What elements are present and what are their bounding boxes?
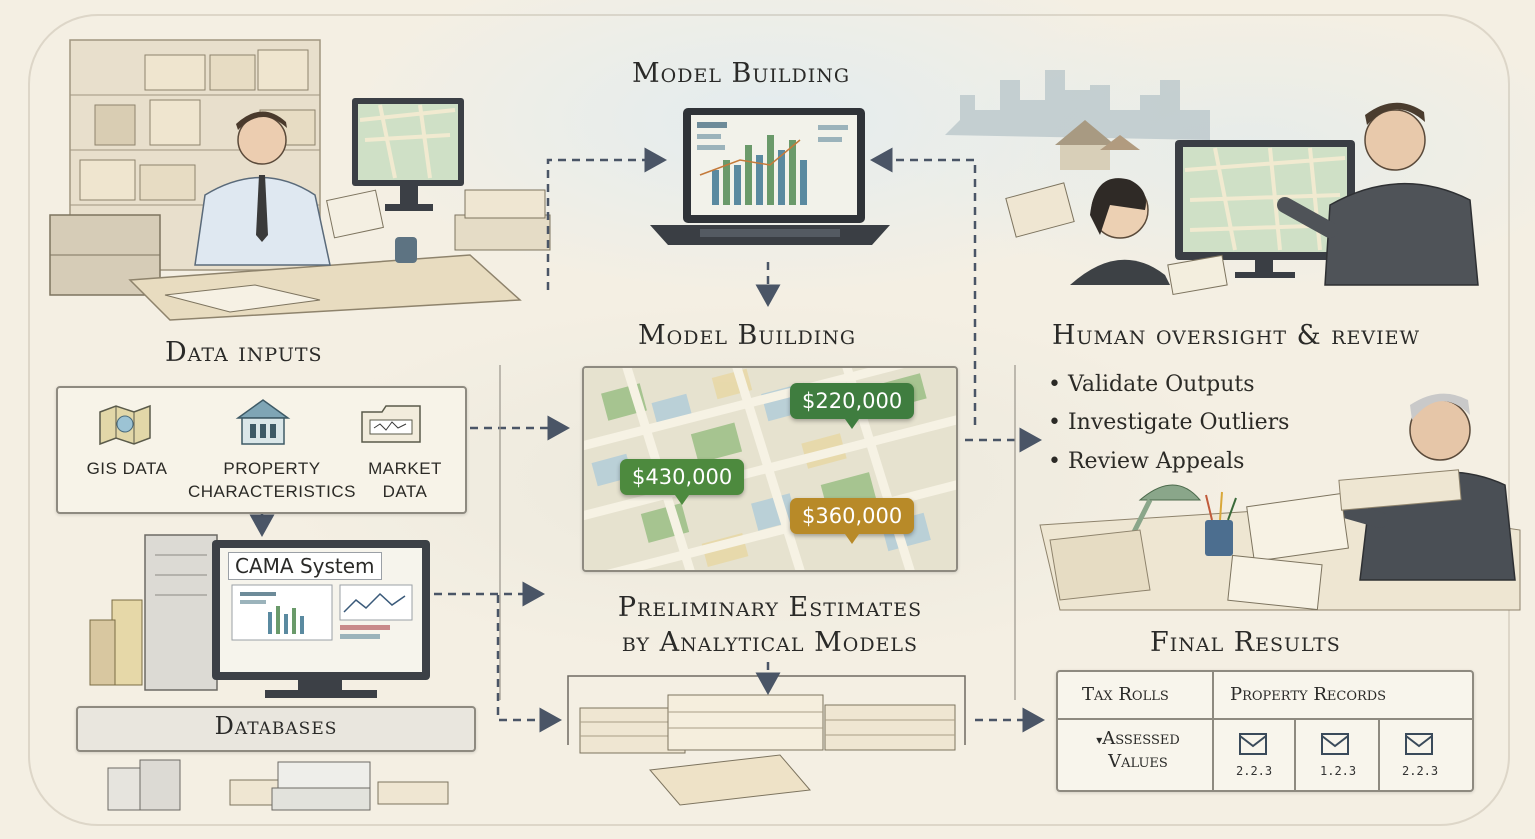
preliminary-line2: by Analytical Models [621,627,919,658]
property-characteristics-label: PROPERTY CHARACTERISTICS [182,457,362,503]
chevron-down-icon: ▾ [1096,733,1103,747]
data-inputs-heading: Data inputs [165,337,323,368]
table-cell-divider [1378,718,1380,790]
review-scene-bottom [1039,393,1521,611]
property-line2: CHARACTERISTICS [187,482,357,501]
table-col-divider [1212,672,1214,790]
review-bullet-outliers: • Investigate Outliers [1048,410,1290,435]
market-data-label: MARKET DATA [350,457,460,503]
paper-stacks [579,694,956,806]
assessed-line1: ▾Assessed [1096,728,1180,749]
laptop-illustration [650,108,890,245]
tax-rolls-header: Tax Rolls [1082,684,1169,705]
gis-map-icon [96,402,154,452]
databases-panel: Databases [76,706,476,752]
database-devices [107,759,449,811]
diagram-frame [28,14,1510,826]
check-envelope-icon [1404,732,1434,760]
flow-arrows [249,147,1045,733]
databases-heading: Databases [214,712,338,740]
check-envelope-icon [1238,732,1268,760]
review-bullet-text: Validate Outputs [1067,372,1255,397]
property-line1: PROPERTY [223,459,321,478]
property-house-icon [230,396,296,452]
assessed-values-label: ▾Assessed Values [1074,728,1202,773]
check-envelope-icon [1320,732,1350,760]
price-tag-360000: $360,000 [790,498,915,544]
review-bullet-text: Investigate Outliers [1067,410,1290,435]
review-bullet-text: Review Appeals [1067,449,1245,474]
table-cell-divider [1294,718,1296,790]
model-building-mid-heading: Model Building [638,320,857,351]
model-building-top-heading: Model Building [632,58,851,89]
data-inputs-panel: GIS DATA PROPERTY CHARACTERISTICS MARKET… [56,386,467,514]
human-oversight-heading: Human oversight & review [1052,320,1421,351]
table-cell-value: 2.2.3 [1236,764,1273,778]
market-folder-icon [358,400,424,450]
table-cell-value: 2.2.3 [1402,764,1439,778]
price-tag-430000: $430,000 [620,459,745,505]
final-results-heading: Final Results [1150,627,1341,658]
cama-system-label: CAMA System [228,552,382,580]
assessed-line2: Values [1108,751,1168,772]
table-cell-value: 1.2.3 [1320,764,1357,778]
office-scene-left [49,39,551,321]
market-line1: MARKET [368,459,442,478]
property-records-header: Property Records [1230,684,1387,705]
preliminary-line1: Preliminary Estimates [617,592,923,623]
preliminary-estimates-heading: Preliminary Estimates by Analytical Mode… [560,590,980,660]
review-bullet-appeals: • Review Appeals [1048,449,1245,474]
price-tag-220000: $220,000 [790,383,915,429]
review-scene-top [945,70,1479,296]
market-line2: DATA [382,482,428,501]
review-bullet-validate: • Validate Outputs [1048,372,1255,397]
gis-data-label: GIS DATA [86,459,168,478]
final-results-table: Tax Rolls Property Records ▾Assessed Val… [1056,670,1474,792]
table-row-divider [1058,718,1472,720]
